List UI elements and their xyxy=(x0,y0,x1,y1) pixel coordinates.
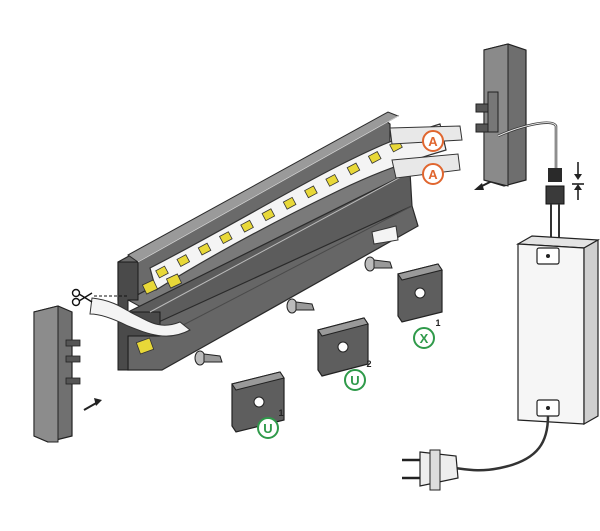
badge-u2: U 2 xyxy=(344,359,372,391)
led-chip xyxy=(240,219,254,233)
badge-a-diffuser: A xyxy=(422,163,444,185)
mains-cable xyxy=(454,415,550,472)
led-strip-lower xyxy=(89,273,191,355)
led-chip xyxy=(367,151,382,164)
badge-a-tape: A xyxy=(422,130,444,152)
screw-icon xyxy=(194,350,223,366)
screw-icon xyxy=(286,298,315,314)
svg-text:U: U xyxy=(350,373,359,388)
connector-plug-icon xyxy=(545,168,565,240)
led-chip xyxy=(282,196,297,210)
led-chip xyxy=(155,265,169,279)
svg-text:2: 2 xyxy=(366,359,371,369)
scissors-icon xyxy=(71,288,128,307)
plug-icon xyxy=(402,449,459,491)
led-strip xyxy=(149,123,447,291)
svg-text:U: U xyxy=(263,421,272,436)
mounting-clip-icon xyxy=(231,371,285,433)
led-chip xyxy=(304,185,318,199)
led-chip xyxy=(325,173,340,187)
svg-text:A: A xyxy=(428,167,438,182)
led-chip xyxy=(261,208,276,222)
badge-u1: U 1 xyxy=(257,408,284,439)
svg-text:1: 1 xyxy=(278,408,283,418)
svg-text:X: X xyxy=(420,331,429,346)
led-chip xyxy=(346,162,361,176)
screw-icon xyxy=(364,256,393,272)
mounting-clip-icon xyxy=(397,263,443,323)
led-chip xyxy=(176,254,191,267)
svg-text:1: 1 xyxy=(435,318,440,328)
badge-x1: X 1 xyxy=(413,318,441,349)
end-cap-left xyxy=(33,305,81,443)
end-cap-right xyxy=(475,43,527,187)
led-chip xyxy=(218,231,233,245)
svg-text:A: A xyxy=(428,134,438,149)
led-chip xyxy=(197,242,212,256)
push-arrow-icon xyxy=(83,398,102,411)
mounting-clip-icon xyxy=(317,317,369,377)
connect-arrows-icon xyxy=(572,162,584,200)
power-supply-icon xyxy=(515,235,600,426)
